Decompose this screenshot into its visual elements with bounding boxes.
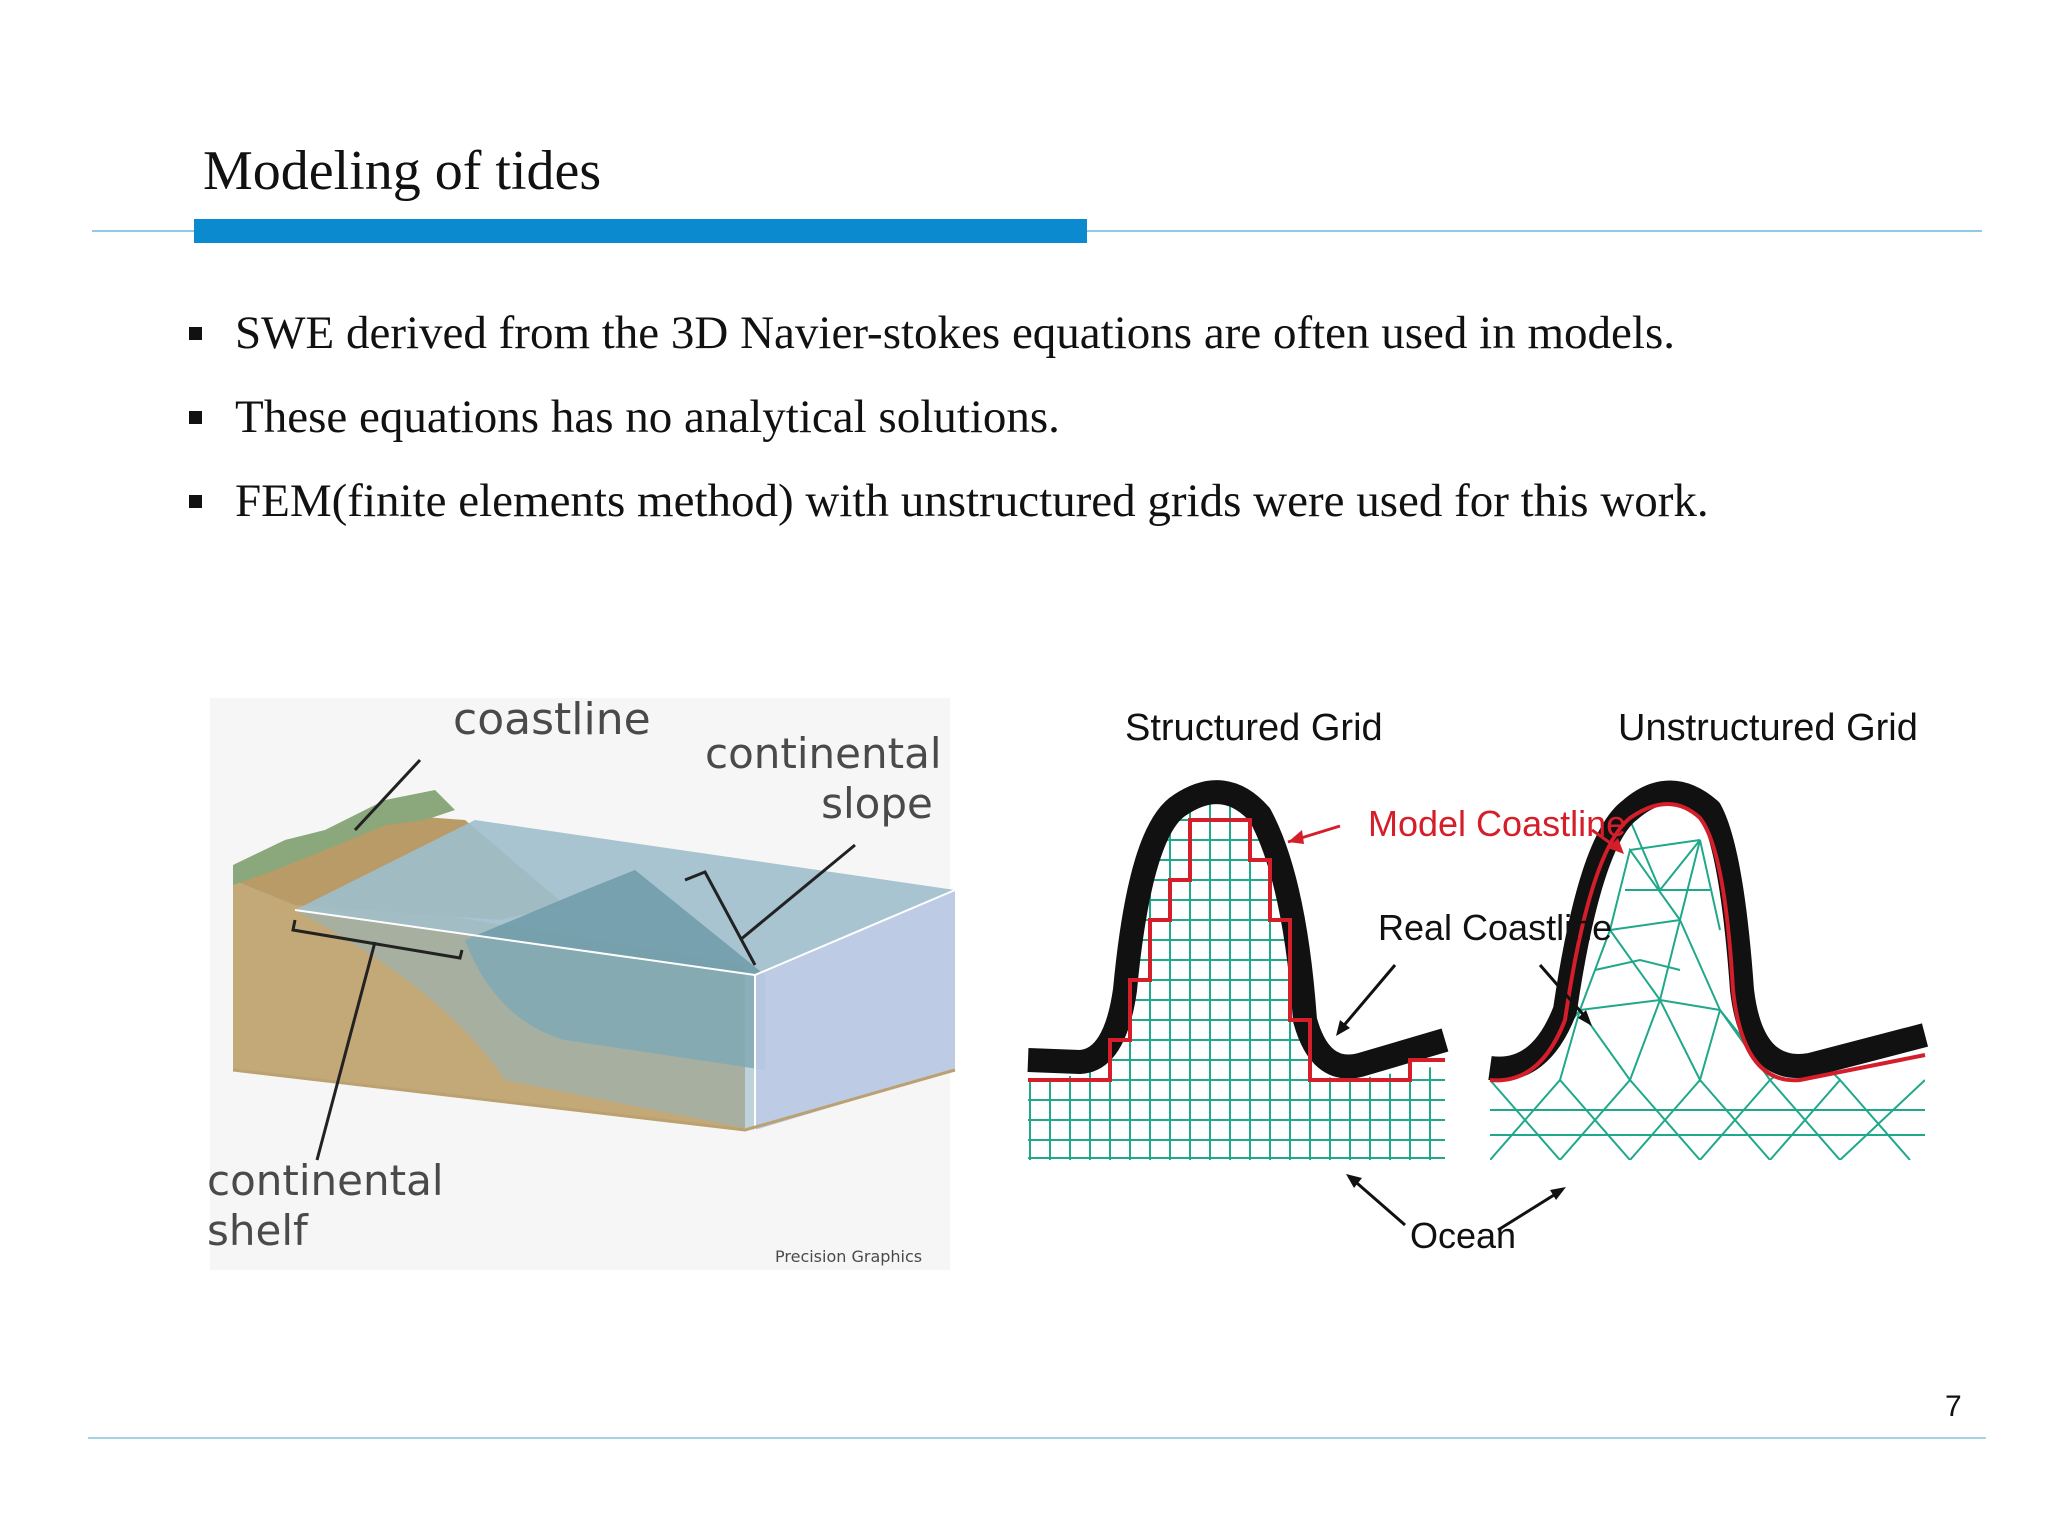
coastline-pointer (353, 758, 422, 832)
bullet-square-icon (189, 327, 202, 340)
label-model-coastline: Model Coastline (1368, 803, 1626, 844)
footer-rule (88, 1437, 1986, 1439)
bullet-item: FEM(finite elements method) with unstruc… (185, 473, 1709, 557)
block-base (232, 1068, 956, 1132)
water-edge (294, 909, 756, 1130)
arrowhead-icon (1336, 1020, 1350, 1036)
bullet-item: These equations has no analytical soluti… (185, 389, 1709, 473)
water-front (295, 910, 755, 1130)
bullet-item: SWE derived from the 3D Navier-stokes eq… (185, 305, 1709, 389)
slope-bracket (684, 870, 757, 966)
shelf-bracket (291, 919, 464, 960)
label-credit: Precision Graphics (775, 1247, 922, 1266)
arrowhead-icon (1608, 838, 1624, 854)
bullet-text: SWE derived from the 3D Navier-stokes eq… (235, 307, 1675, 359)
bullet-list: SWE derived from the 3D Navier-stokes eq… (185, 305, 1709, 557)
arrowhead-icon (1346, 1174, 1362, 1188)
page-number: 7 (1945, 1390, 1962, 1423)
model-coastline-structured (1028, 818, 1445, 1082)
title-accent-bar (194, 219, 1087, 243)
label-continental-shelf-1: continental (207, 1156, 444, 1205)
vegetation (233, 790, 455, 885)
label-structured-grid: Structured Grid (1125, 707, 1383, 749)
bullet-square-icon (189, 495, 202, 508)
model-coastline-unstructured (1489, 802, 1926, 1083)
arrowhead-icon (1550, 1187, 1566, 1200)
water-edge (754, 889, 956, 976)
grid-comparison-diagram: Structured Grid Unstructured Grid Model … (1027, 707, 1929, 1256)
bullet-text: These equations has no analytical soluti… (235, 391, 1060, 443)
real-coastline-arrow-right (1538, 964, 1590, 1021)
label-continental-shelf-2: shelf (207, 1206, 309, 1255)
unstructured-mesh (1490, 819, 1925, 1160)
real-coastline-arrow-left (1338, 964, 1397, 1031)
structured-mesh (1028, 797, 1445, 1160)
label-coastline: coastline (453, 694, 651, 745)
slide-title: Modeling of tides (203, 140, 602, 202)
water-side (755, 890, 955, 1130)
ocean-arrow-right (1497, 1188, 1563, 1232)
label-continental-slope-2: slope (821, 779, 933, 828)
bullet-text: FEM(finite elements method) with unstruc… (235, 475, 1709, 527)
continental-shelf-diagram: coastline continental slope continental … (207, 694, 956, 1270)
ocean-arrow-left (1349, 1175, 1406, 1227)
label-continental-slope-1: continental (705, 729, 942, 778)
label-ocean: Ocean (1410, 1215, 1516, 1256)
arrowhead-icon (1578, 1010, 1592, 1026)
label-real-coastline: Real Coastline (1378, 907, 1612, 948)
shelf-pointer (315, 941, 377, 1161)
slope-pointer (739, 843, 856, 942)
label-unstructured-grid: Unstructured Grid (1618, 707, 1918, 749)
bullet-square-icon (189, 411, 202, 424)
arrowhead-icon (1288, 830, 1304, 844)
